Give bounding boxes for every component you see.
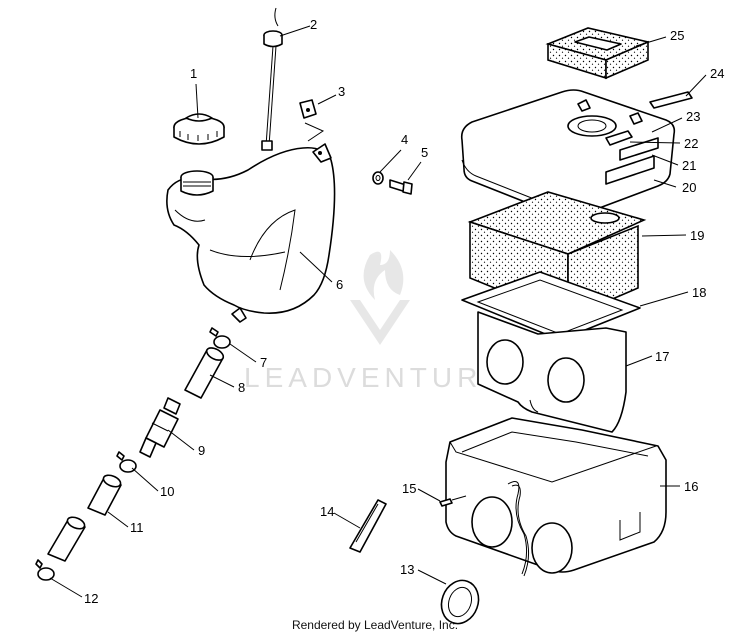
callout-7: 7 <box>260 355 267 370</box>
callout-21: 21 <box>682 158 696 173</box>
foam-pad-top <box>545 27 651 80</box>
callout-24: 24 <box>710 66 724 81</box>
callout-1: 1 <box>190 66 197 81</box>
callout-8: 8 <box>238 380 245 395</box>
callout-12: 12 <box>84 591 98 606</box>
callout-17: 17 <box>655 349 669 364</box>
air-box-cover <box>460 89 676 219</box>
seal-strip <box>649 91 693 109</box>
callout-15: 15 <box>402 481 416 496</box>
callout-22: 22 <box>684 136 698 151</box>
callout-13: 13 <box>400 562 414 577</box>
callout-10: 10 <box>160 484 174 499</box>
air-box-housing <box>445 417 667 577</box>
callout-19: 19 <box>690 228 704 243</box>
leader-lines <box>49 25 707 598</box>
callout-9: 9 <box>198 443 205 458</box>
grommet <box>440 579 480 625</box>
callout-14: 14 <box>320 504 334 519</box>
fuel-valve <box>139 397 181 458</box>
air-box-gasket <box>461 271 641 341</box>
callout-6: 6 <box>336 277 343 292</box>
footer-credit: Rendered by LeadVenture, Inc. <box>291 618 459 632</box>
bracket <box>299 99 325 142</box>
fuel-hose-upper <box>184 347 225 399</box>
baffle-plate <box>477 311 627 433</box>
washer <box>372 171 384 185</box>
fuel-tank <box>166 143 336 323</box>
callout-20: 20 <box>682 180 696 195</box>
watermark-text: LEADVENTURE <box>244 362 506 393</box>
callout-3: 3 <box>338 84 345 99</box>
callout-16: 16 <box>684 479 698 494</box>
callout-4: 4 <box>401 132 408 147</box>
bolt <box>389 179 413 195</box>
callout-2: 2 <box>310 17 317 32</box>
clip <box>349 499 387 553</box>
watermark-logo <box>350 250 410 345</box>
screw <box>439 495 467 507</box>
callout-11: 11 <box>130 520 144 535</box>
fuel-gauge-sender <box>261 7 283 151</box>
callout-18: 18 <box>692 285 706 300</box>
callout-5: 5 <box>421 145 428 160</box>
fuel-hose-lower <box>47 474 122 562</box>
callout-25: 25 <box>670 28 684 43</box>
hose-clamp-lower <box>35 559 55 581</box>
fuel-cap <box>173 113 225 145</box>
callout-23: 23 <box>686 109 700 124</box>
hose-clamp-middle <box>116 451 137 473</box>
hose-clamp-upper <box>209 327 231 349</box>
callout-labels: 1 2 3 4 5 6 7 8 9 10 11 12 13 14 15 16 1… <box>84 17 724 606</box>
